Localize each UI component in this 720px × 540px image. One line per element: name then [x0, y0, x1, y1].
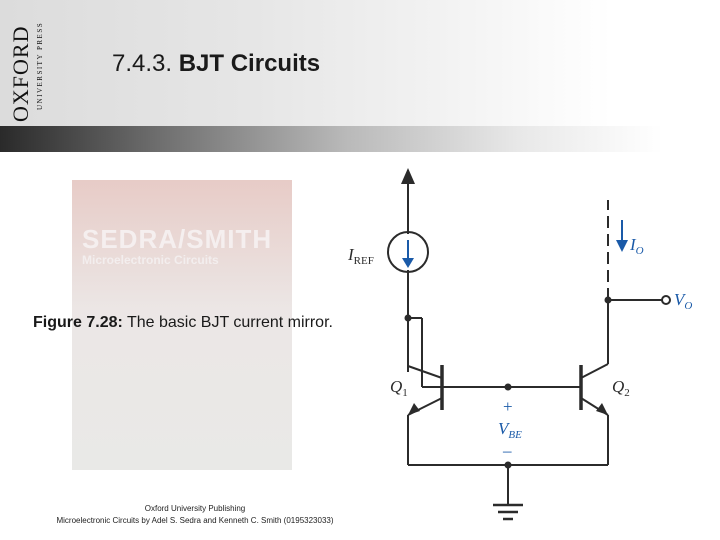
q2-label: Q2	[612, 377, 630, 399]
publisher-credit-line1: Oxford University Publishing	[144, 504, 246, 513]
vbe-plus: +	[503, 397, 513, 416]
junction-iref	[404, 314, 412, 322]
q1-emitter-arrow-icon	[408, 403, 420, 415]
book-cover-title: SEDRA/SMITH	[82, 224, 273, 254]
header-divider-strip	[0, 126, 720, 152]
junction-output	[604, 296, 612, 304]
q1-label: Q1	[390, 377, 408, 399]
book-cover-subtitle: Microelectronic Circuits	[82, 253, 219, 267]
q2-emitter-arrow-icon	[596, 403, 608, 415]
book-cover-shade	[72, 180, 292, 470]
junction-ground	[504, 461, 512, 469]
figure-caption-label: Figure 7.28:	[33, 314, 123, 331]
vbe-label: VBE	[498, 419, 522, 441]
publisher-credit: Oxford University Publishing Microelectr…	[10, 503, 380, 527]
figure-caption: Figure 7.28: The basic BJT current mirro…	[30, 312, 336, 334]
iref-label: IREF	[347, 245, 374, 267]
q2-collector-lead	[580, 363, 609, 379]
figure-caption-text: The basic BJT current mirror.	[122, 314, 333, 331]
slide-title-text: BJT Circuits	[178, 50, 321, 77]
junction-base	[504, 383, 512, 391]
iref-arrow-icon	[402, 258, 414, 268]
vo-label: VO	[674, 290, 692, 312]
io-arrow-icon	[616, 240, 628, 252]
io-label: IO	[629, 235, 644, 257]
output-terminal	[661, 295, 671, 305]
q1-collector-lead	[407, 365, 443, 379]
slide-title-number: 7.4.3.	[112, 50, 173, 77]
book-cover-image: SEDRA/SMITH Microelectronic Circuits	[72, 180, 292, 470]
oxford-logo-sub: UNIVERSITY PRESS	[36, 22, 44, 110]
supply-arrow-icon	[401, 168, 415, 184]
current-mirror-circuit: IREF IO VO Q1 Q2 + VBE –	[347, 168, 692, 521]
oxford-logo-brand: OXFORD	[8, 26, 33, 122]
publisher-credit-line2: Microelectronic Circuits by Adel S. Sedr…	[56, 516, 334, 525]
slide-title: 7.4.3. BJT Circuits	[112, 50, 320, 78]
vbe-minus: –	[502, 441, 512, 460]
oxford-logo: OXFORD UNIVERSITY PRESS	[8, 22, 44, 122]
